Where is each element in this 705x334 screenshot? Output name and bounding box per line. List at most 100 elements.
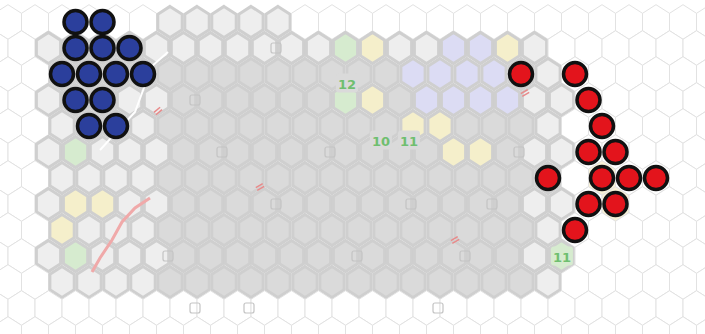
hex-cell — [50, 58, 74, 89]
terrain-icon — [433, 303, 443, 313]
hex-cell — [374, 58, 398, 89]
hex-cell — [306, 84, 330, 115]
hex-cell — [549, 84, 573, 115]
hex-cell — [77, 58, 101, 89]
hex-cell — [90, 84, 114, 115]
hex-cell — [387, 32, 411, 63]
hex-cell — [63, 136, 87, 167]
hex-cell — [90, 188, 114, 219]
hex-cell — [374, 162, 398, 193]
hex-cell — [428, 162, 452, 193]
hex-cell — [212, 58, 236, 89]
hex-cell — [428, 58, 452, 89]
hex-cell — [104, 58, 128, 89]
hex-number: 12 — [336, 74, 358, 93]
terrain-icon — [217, 147, 227, 157]
terrain-icon — [460, 251, 470, 261]
hex-cell — [171, 32, 195, 63]
hex-cell — [293, 58, 317, 89]
hex-cell — [212, 266, 236, 297]
hex-cell — [239, 110, 263, 141]
hex-cell — [130, 317, 157, 334]
hex-cell — [306, 240, 330, 271]
terrain-icon — [163, 251, 173, 261]
hex-cell — [536, 266, 560, 297]
hex-cell — [495, 188, 519, 219]
hex-cell — [387, 188, 411, 219]
hex-cell — [198, 84, 222, 115]
hex-cell — [562, 317, 589, 334]
game-piece — [64, 11, 87, 34]
hex-cell — [212, 6, 236, 37]
game-piece — [577, 141, 600, 164]
hex-cell — [198, 240, 222, 271]
hex-cell — [360, 32, 384, 63]
game-piece — [64, 89, 87, 112]
hex-cell — [104, 162, 128, 193]
board-marks — [92, 43, 529, 313]
hex-cell — [185, 110, 209, 141]
hex-number-text: 11 — [553, 250, 571, 265]
hex-cell — [293, 162, 317, 193]
hex-cell — [36, 240, 60, 271]
hex-cell — [36, 32, 60, 63]
hex-cell — [171, 136, 195, 167]
hex-cell — [238, 317, 265, 334]
hex-cell — [454, 317, 481, 334]
hex-cell — [441, 84, 465, 115]
hex-cell — [225, 136, 249, 167]
hex-cell — [239, 6, 263, 37]
hex-cell — [36, 84, 60, 115]
game-piece — [64, 37, 87, 60]
hex-cell — [441, 240, 465, 271]
hex-cell — [77, 266, 101, 297]
hex-cell — [549, 188, 573, 219]
hex-cell — [0, 317, 22, 334]
hex-cell — [509, 162, 533, 193]
hex-cell — [279, 240, 303, 271]
game-piece — [564, 219, 587, 242]
hex-cell — [144, 240, 168, 271]
hex-cell — [63, 32, 87, 63]
hex-number: 11 — [551, 247, 573, 266]
game-piece — [78, 63, 101, 86]
hex-cell — [131, 58, 155, 89]
hex-cell — [184, 317, 211, 334]
hex-cell — [104, 266, 128, 297]
hex-cell — [212, 162, 236, 193]
hex-cell — [320, 162, 344, 193]
hex-cell — [320, 110, 344, 141]
hex-cell — [468, 32, 492, 63]
hex-grid — [0, 5, 705, 334]
hex-cell — [482, 162, 506, 193]
hex-cell — [495, 240, 519, 271]
hex-cell — [320, 266, 344, 297]
hex-cell — [455, 58, 479, 89]
hex-cell — [279, 136, 303, 167]
hex-cell — [414, 240, 438, 271]
hex-cell — [117, 240, 141, 271]
hex-cell — [252, 32, 276, 63]
hex-cell — [49, 317, 76, 334]
hex-cell — [63, 240, 87, 271]
hex-cell — [50, 110, 74, 141]
hex-cell — [77, 162, 101, 193]
hex-cell — [549, 136, 573, 167]
hex-cell — [185, 58, 209, 89]
river-line — [92, 198, 150, 272]
hex-cell — [360, 84, 384, 115]
hex-cell — [50, 162, 74, 193]
hex-cell — [401, 214, 425, 245]
hex-cell — [455, 110, 479, 141]
hex-cell — [468, 188, 492, 219]
hex-cell — [265, 317, 292, 334]
hex-cell — [536, 214, 560, 245]
hex-cell — [266, 58, 290, 89]
border-mark — [451, 237, 459, 244]
hex-cell — [319, 317, 346, 334]
hex-cell — [144, 32, 168, 63]
hex-cell — [212, 110, 236, 141]
game-pieces — [51, 11, 668, 242]
game-piece — [577, 193, 600, 216]
hex-cell — [387, 240, 411, 271]
